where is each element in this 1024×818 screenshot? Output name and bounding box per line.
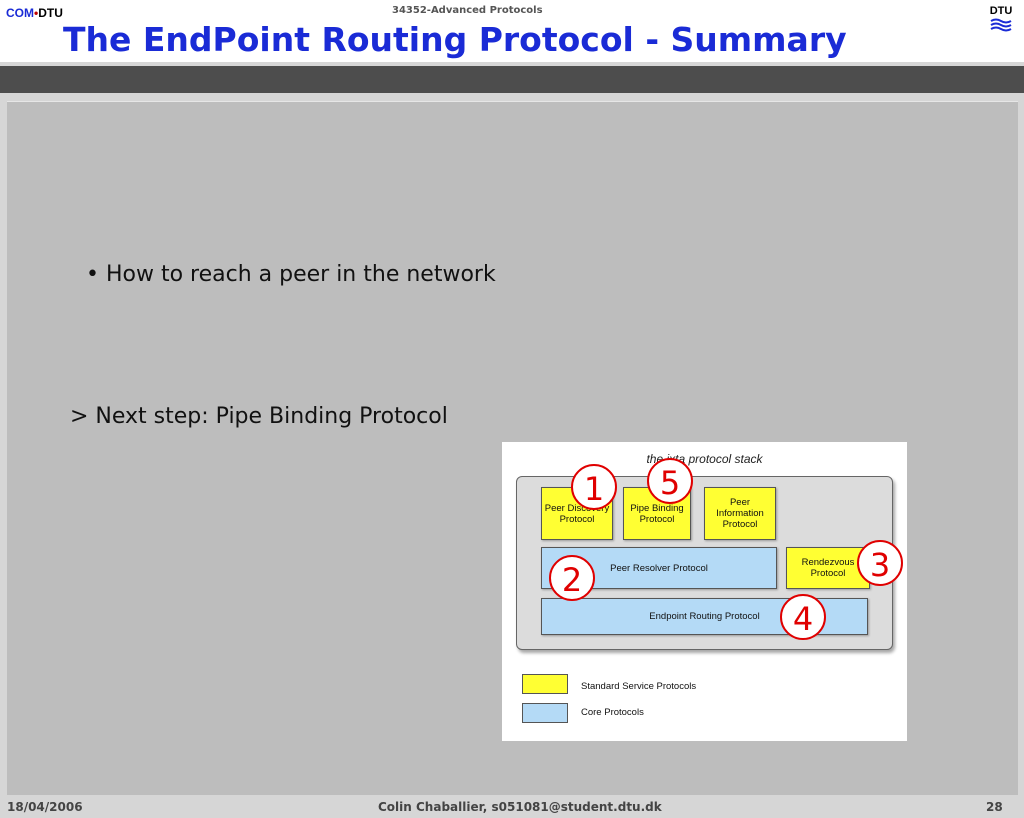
marker-2: 2: [549, 555, 595, 601]
page-number: 28: [986, 800, 1003, 814]
slide-footer: 18/04/2006 Colin Chaballier, s051081@stu…: [0, 800, 1024, 818]
marker-5: 5: [647, 458, 693, 504]
marker-4: 4: [780, 594, 826, 640]
legend-core-swatch: [522, 703, 568, 723]
header-divider-bar: [0, 66, 1024, 93]
legend-standard-swatch: [522, 674, 568, 694]
pipe-binding-box: Pipe Binding Protocol: [623, 487, 691, 540]
dtu-logo-text: DTU: [989, 5, 1013, 17]
course-name: 34352-Advanced Protocols: [392, 5, 543, 16]
dtu-logo: DTU: [989, 5, 1013, 32]
slide-header: COM•DTU 34352-Advanced Protocols The End…: [0, 0, 1024, 62]
peer-information-box: Peer Information Protocol: [704, 487, 776, 540]
marker-3: 3: [857, 540, 903, 586]
footer-author: Colin Chaballier, s051081@student.dtu.dk: [378, 800, 662, 814]
slide-title: The EndPoint Routing Protocol - Summary: [63, 20, 847, 59]
next-step-text: > Next step: Pipe Binding Protocol: [70, 404, 448, 429]
com-dtu-logo: COM•DTU: [6, 6, 63, 20]
legend-standard-label: Standard Service Protocols: [581, 681, 697, 692]
dtu-waves-icon: [990, 18, 1012, 32]
legend-core-label: Core Protocols: [581, 707, 644, 718]
figure-title: the jxta protocol stack: [646, 452, 763, 466]
marker-1: 1: [571, 464, 617, 510]
logo-com-text: COM: [6, 6, 34, 20]
jxta-stack-figure: the jxta protocol stack Peer Discovery P…: [502, 442, 907, 741]
bullet-point: • How to reach a peer in the network: [86, 262, 496, 287]
logo-dot: •: [34, 6, 39, 20]
rendezvous-box: Rendezvous Protocol: [786, 547, 870, 589]
logo-dtu-text: DTU: [38, 6, 63, 20]
footer-date: 18/04/2006: [7, 800, 83, 814]
